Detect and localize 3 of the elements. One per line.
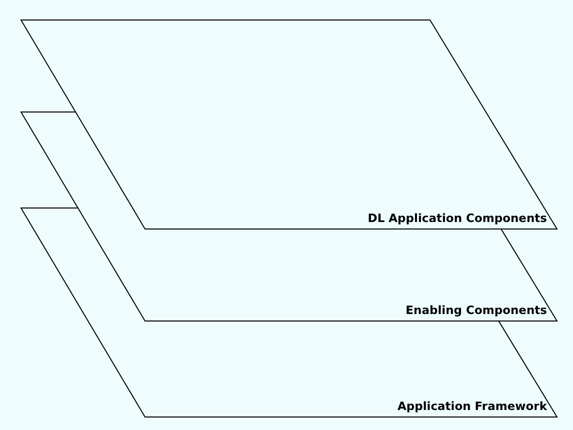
layer-label: Enabling Components — [406, 303, 547, 317]
layer-label: Application Framework — [397, 399, 547, 413]
layer-label: DL Application Components — [368, 211, 547, 225]
